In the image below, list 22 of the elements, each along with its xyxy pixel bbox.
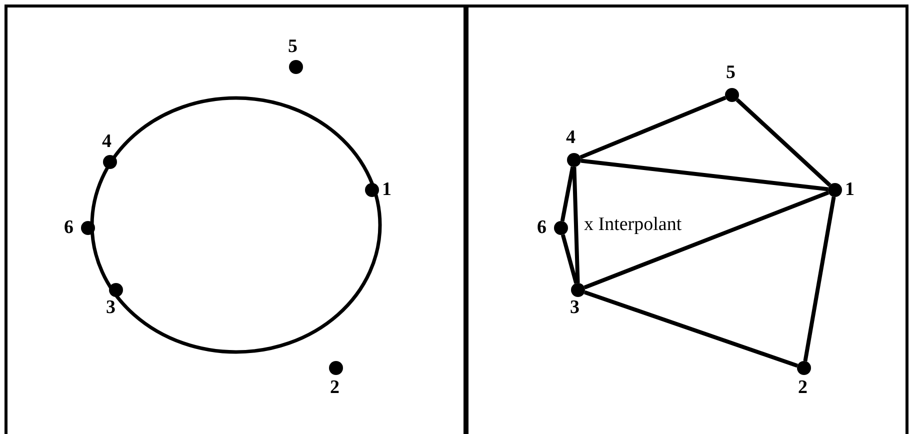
point-number: 2 [330, 378, 340, 398]
point-number: 3 [106, 298, 116, 318]
connecting-line [584, 190, 830, 290]
point-number: 6 [537, 218, 546, 238]
connecting-line [580, 96, 726, 160]
connecting-line [580, 158, 828, 192]
point-number: 1 [845, 180, 854, 200]
point-number: 1 [382, 180, 392, 200]
point-number: 4 [102, 132, 112, 152]
point-number: 3 [570, 298, 580, 318]
connecting-line [560, 234, 578, 284]
point-number: 2 [798, 378, 808, 398]
point-number: 6 [64, 218, 74, 238]
connecting-line [584, 290, 798, 368]
connecting-line [560, 166, 575, 222]
point-number: 5 [726, 63, 736, 83]
connecting-line [803, 196, 836, 362]
point-number: 5 [288, 37, 298, 57]
point-number: 4 [566, 128, 576, 148]
connecting-line [572, 166, 580, 284]
annotation-text: x Interpolant [584, 214, 682, 236]
connecting-line [736, 98, 832, 187]
